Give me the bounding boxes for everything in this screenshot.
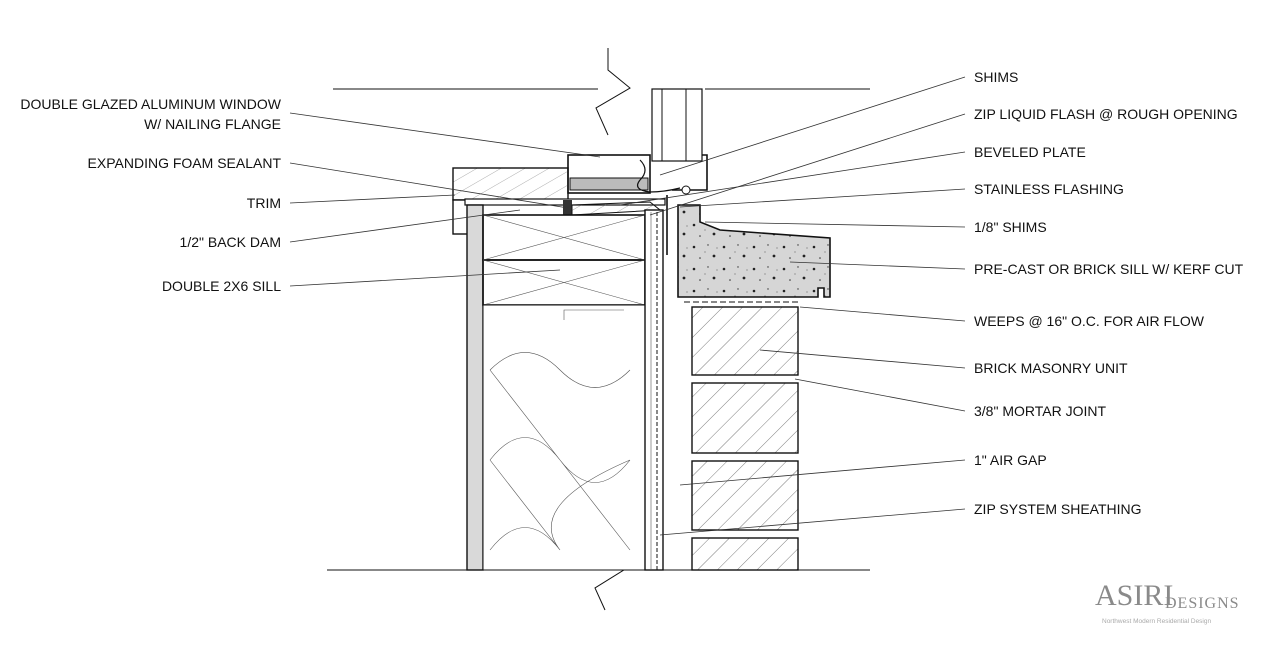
label-back-dam: 1/2" BACK DAM [180,234,281,250]
label-sill: DOUBLE 2X6 SILL [162,278,281,294]
label-zip-liquid-flash: ZIP LIQUID FLASH @ ROUGH OPENING [974,106,1238,122]
label-shims: SHIMS [974,69,1018,85]
batt-insulation [482,304,646,571]
label-foam-sealant: EXPANDING FOAM SEALANT [88,155,282,171]
label-trim: TRIM [247,195,281,211]
label-weeps: WEEPS @ 16" O.C. FOR AIR FLOW [974,313,1205,329]
logo-tagline: Northwest Modern Residential Design [1102,618,1211,625]
top-break-line [333,48,870,136]
label-precast-sill: PRE-CAST OR BRICK SILL W/ KERF CUT [974,261,1244,277]
stud [466,204,484,571]
brick-units [691,306,799,571]
logo-main: ASIRI [1095,579,1173,612]
label-mortar-joint: 3/8" MORTAR JOINT [974,403,1106,419]
label-beveled-plate: BEVELED PLATE [974,144,1086,160]
label-window-line2: W/ NAILING FLANGE [144,116,281,132]
left-leaders [289,112,601,287]
logo-sub: DESIGNS [1165,595,1240,612]
window-frame [567,88,708,195]
label-stainless-flashing: STAINLESS FLASHING [974,181,1124,197]
precast-sill [677,204,831,298]
label-zip-sheathing: ZIP SYSTEM SHEATHING [974,501,1142,517]
label-air-gap: 1" AIR GAP [974,452,1047,468]
label-eighth-shims: 1/8" SHIMS [974,219,1047,235]
label-brick: BRICK MASONRY UNIT [974,360,1128,376]
asiri-designs-logo: ASIRI DESIGNS Northwest Modern Residenti… [1095,579,1240,625]
zip-sheathing [644,209,664,571]
foam-sealant [563,200,572,215]
right-leaders [619,76,966,536]
double-2x6-sill [482,214,646,306]
label-window: DOUBLE GLAZED ALUMINUM WINDOW [20,96,281,112]
